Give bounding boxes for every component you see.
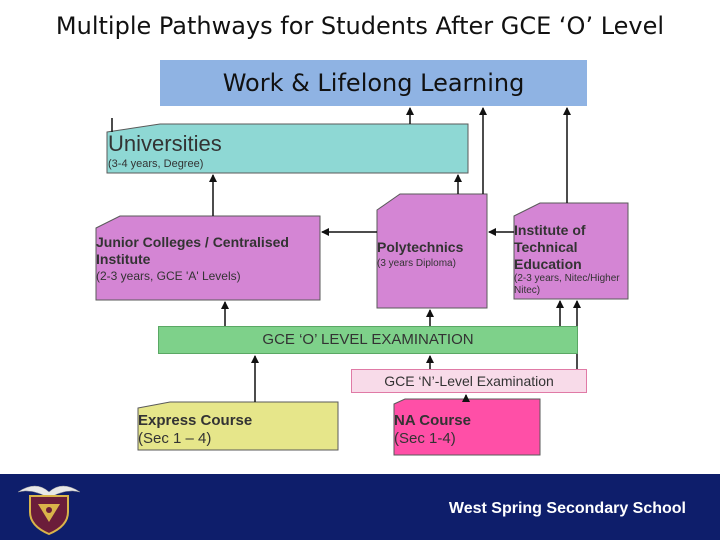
universities-title: Universities (108, 131, 222, 156)
work-lifelong-learning-box: Work & Lifelong Learning (160, 60, 587, 106)
polytechnics-subtitle: (3 years Diploma) (377, 258, 456, 269)
na-course-title: NA Course (394, 412, 471, 429)
universities-subtitle: (3-4 years, Degree) (108, 158, 204, 170)
ite-title: Institute of Technical Education (514, 222, 586, 272)
na-course-box (393, 398, 541, 456)
junior-colleges-title: Junior Colleges / Centralised Institute (96, 234, 289, 267)
express-course-title: Express Course (138, 412, 253, 429)
junior-colleges-box (95, 215, 321, 301)
school-name: West Spring Secondary School (448, 500, 686, 517)
n-level-exam-box: GCE ‘N’-Level Examination (351, 369, 587, 393)
polytechnics-box (376, 193, 488, 309)
footer-bar (0, 474, 720, 540)
junior-colleges-subtitle: (2-3 years, GCE 'A' Levels) (96, 269, 241, 283)
ite-box (513, 202, 629, 300)
na-course-subtitle: (Sec 1-4) (394, 430, 456, 447)
universities-box (106, 123, 469, 174)
school-crest-icon (17, 485, 81, 536)
slide-title: Multiple Pathways for Students After GCE… (55, 12, 665, 40)
polytechnics-title: Polytechnics (377, 239, 464, 255)
ite-subtitle: (2-3 years, Nitec/Higher Nitec) (514, 273, 620, 296)
o-level-exam-box: GCE ‘O’ LEVEL EXAMINATION (158, 326, 578, 354)
express-course-box (137, 401, 339, 451)
express-course-subtitle: (Sec 1 – 4) (138, 430, 212, 447)
